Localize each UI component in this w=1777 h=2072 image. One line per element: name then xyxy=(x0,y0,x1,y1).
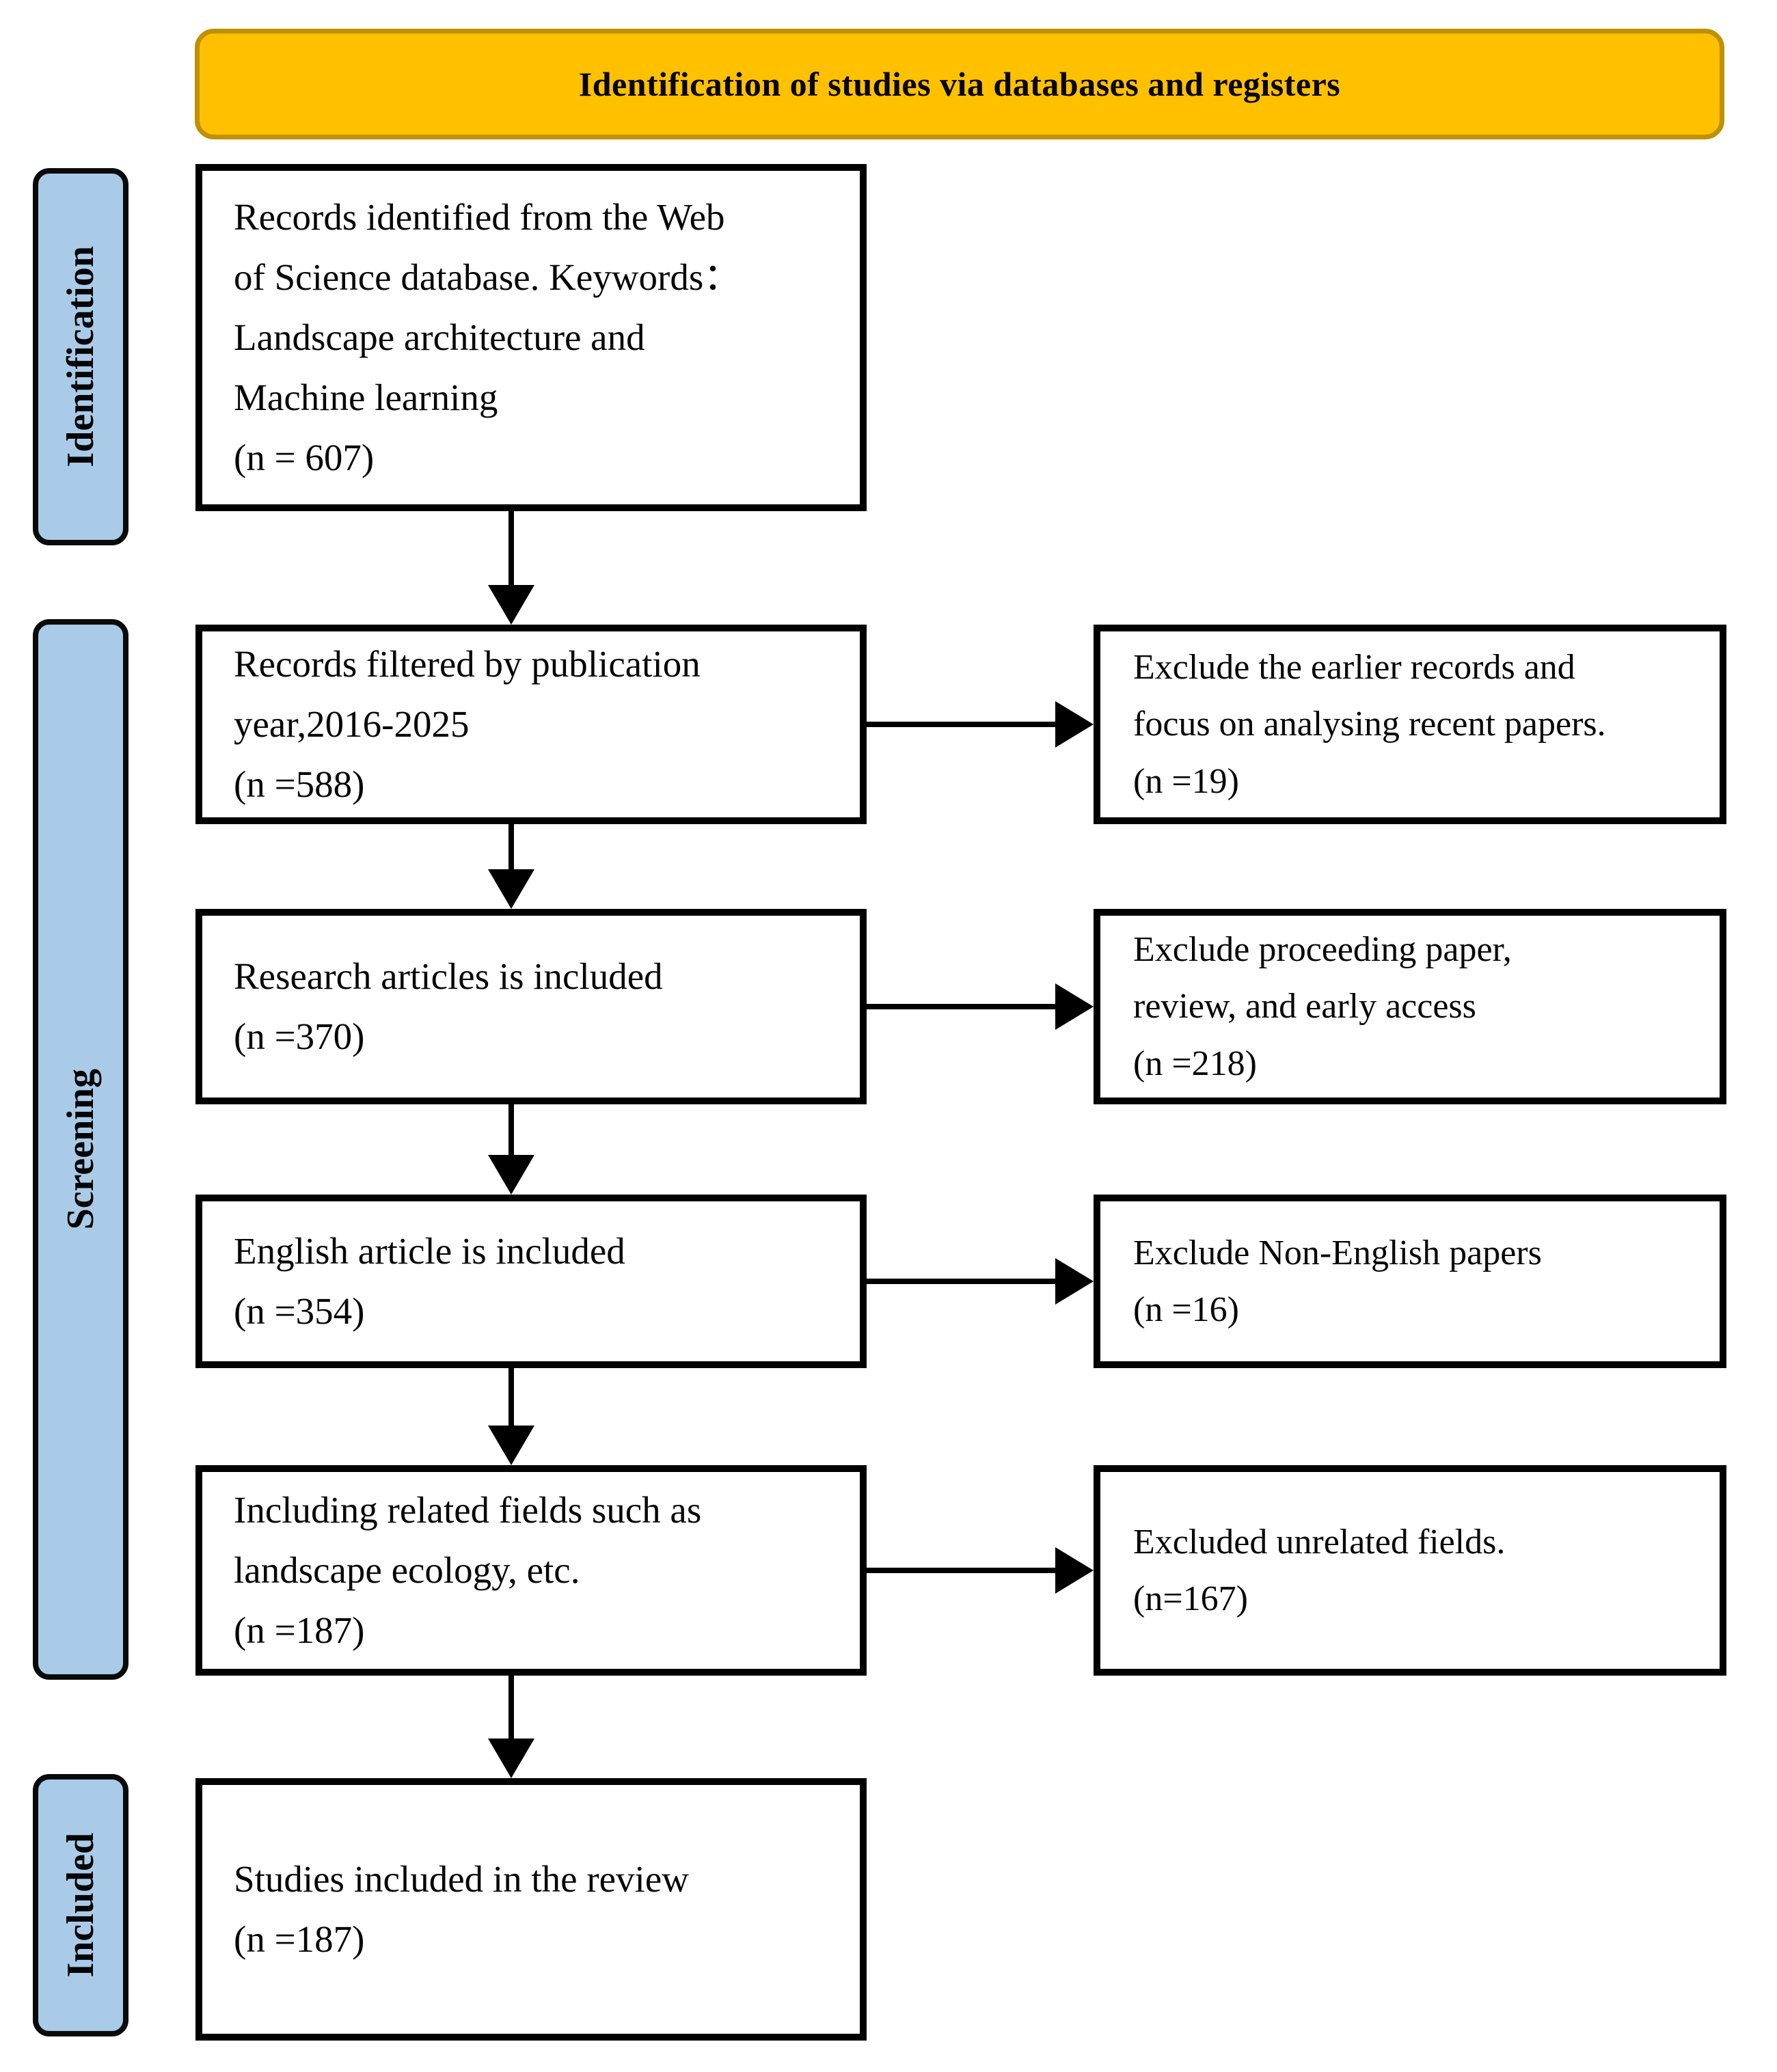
arrow-right-to-exclusion-proceeding xyxy=(867,983,1094,1030)
flow-box-records-identified: Records identified from the Web of Scien… xyxy=(195,164,867,511)
arrow-down-research-to-english xyxy=(488,1104,534,1195)
flow-box-studies-included-text: Studies included in the review (n =187) xyxy=(234,1858,689,1960)
arrow-shaft xyxy=(508,1104,514,1158)
exclusion-box-unrelated-fields: Excluded unrelated fields. (n=167) xyxy=(1094,1465,1726,1676)
arrow-shaft xyxy=(508,824,514,872)
exclusion-box-earlier-records: Exclude the earlier records and focus on… xyxy=(1094,625,1726,824)
flow-box-filtered-by-year: Records filtered by publication year,201… xyxy=(195,625,867,824)
arrow-down-filtered-to-research xyxy=(488,824,534,909)
stage-label-identification-text: Identification xyxy=(59,246,102,467)
flow-box-english-articles-text: English article is included (n =354) xyxy=(234,1230,625,1332)
arrow-head-down-icon xyxy=(488,1739,534,1778)
arrow-shaft xyxy=(508,1368,514,1428)
flow-box-english-articles: English article is included (n =354) xyxy=(195,1195,867,1368)
arrow-down-english-to-related xyxy=(488,1368,534,1465)
arrow-right-to-exclusion-unrelated xyxy=(867,1547,1094,1594)
arrow-shaft xyxy=(508,511,514,588)
arrow-head-down-icon xyxy=(488,1426,534,1465)
exclusion-box-unrelated-fields-text: Excluded unrelated fields. (n=167) xyxy=(1133,1522,1506,1618)
exclusion-box-proceeding-review: Exclude proceeding paper, review, and ea… xyxy=(1094,909,1726,1104)
flow-box-related-fields-text: Including related fields such as landsca… xyxy=(234,1489,702,1651)
arrow-head-right-icon xyxy=(1055,1547,1094,1594)
exclusion-box-non-english: Exclude Non-English papers (n =16) xyxy=(1094,1195,1726,1368)
flow-box-related-fields: Including related fields such as landsca… xyxy=(195,1465,867,1676)
flow-box-studies-included: Studies included in the review (n =187) xyxy=(195,1778,867,2041)
stage-label-screening: Screening xyxy=(33,619,128,1680)
diagram-title-banner: Identification of studies via databases … xyxy=(195,29,1724,139)
arrow-head-right-icon xyxy=(1055,1258,1094,1305)
arrow-head-right-icon xyxy=(1055,701,1094,748)
flow-box-research-articles: Research articles is included (n =370) xyxy=(195,909,867,1104)
arrow-down-related-to-included xyxy=(488,1676,534,1778)
arrow-shaft xyxy=(867,722,1058,727)
flow-box-research-articles-text: Research articles is included (n =370) xyxy=(234,955,663,1057)
diagram-title: Identification of studies via databases … xyxy=(578,65,1341,103)
arrow-right-to-exclusion-non-english xyxy=(867,1258,1094,1305)
arrow-down-identified-to-filtered xyxy=(488,511,534,625)
flow-box-filtered-by-year-text: Records filtered by publication year,201… xyxy=(234,643,701,805)
stage-label-included: Included xyxy=(33,1774,128,2036)
arrow-head-down-icon xyxy=(488,869,534,909)
arrow-shaft xyxy=(508,1676,514,1741)
stage-label-included-text: Included xyxy=(59,1833,102,1978)
arrow-head-down-icon xyxy=(488,585,534,625)
arrow-shaft xyxy=(867,1568,1058,1573)
arrow-shaft xyxy=(867,1004,1058,1009)
exclusion-box-non-english-text: Exclude Non-English papers (n =16) xyxy=(1133,1233,1542,1329)
arrow-shaft xyxy=(867,1279,1058,1284)
flow-box-records-identified-text: Records identified from the Web of Scien… xyxy=(234,196,742,478)
arrow-right-to-exclusion-earlier-records xyxy=(867,701,1094,748)
exclusion-box-proceeding-review-text: Exclude proceeding paper, review, and ea… xyxy=(1133,930,1512,1083)
exclusion-box-earlier-records-text: Exclude the earlier records and focus on… xyxy=(1133,648,1606,801)
stage-label-screening-text: Screening xyxy=(59,1069,102,1230)
arrow-head-right-icon xyxy=(1055,983,1094,1030)
arrow-head-down-icon xyxy=(488,1155,534,1195)
stage-label-identification: Identification xyxy=(33,168,128,545)
